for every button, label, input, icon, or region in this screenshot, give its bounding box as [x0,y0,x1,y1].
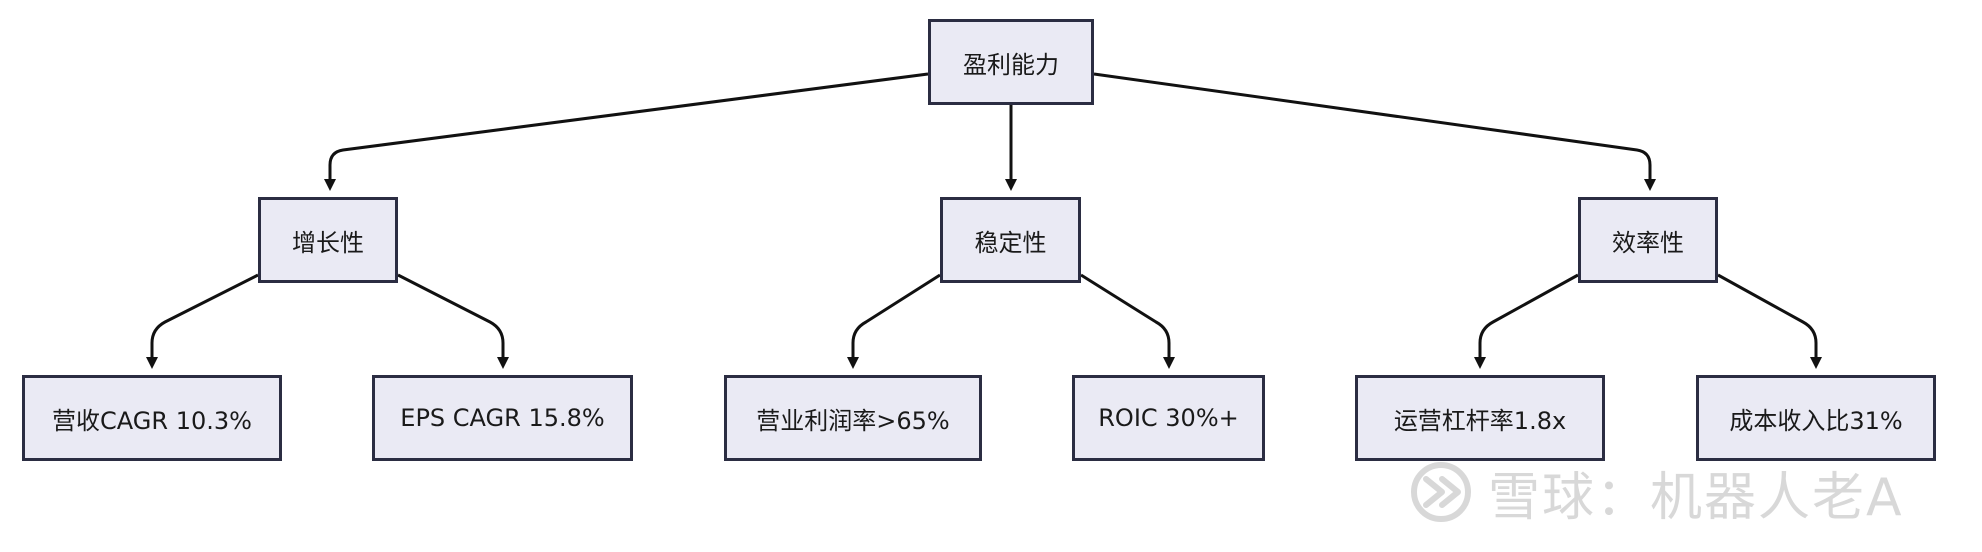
edge-growth-revenue [146,273,259,369]
edge-stability-margin [847,273,941,369]
node-revenue-cagr: 营收CAGR 10.3% [22,375,282,461]
node-cost-income-ratio: 成本收入比31% [1696,375,1936,461]
edge-root-efficiency [1093,72,1656,191]
edge-efficiency-cost [1717,273,1822,369]
node-stability: 稳定性 [940,197,1081,283]
node-roic: ROIC 30%+ [1072,375,1265,461]
watermark-text: 雪球：机器人老A [1488,467,1904,528]
node-profitability: 盈利能力 [928,19,1094,105]
node-operating-leverage: 运营杠杆率1.8x [1355,375,1605,461]
node-operating-margin: 营业利润率>65% [724,375,982,461]
edge-growth-eps [397,273,509,369]
snowball-logo-icon [1411,462,1471,522]
node-eps-cagr: EPS CAGR 15.8% [372,375,633,461]
edge-stability-roic [1080,273,1175,369]
edge-efficiency-leverage [1474,273,1579,369]
node-efficiency: 效率性 [1578,197,1718,283]
edge-root-growth [324,72,929,191]
node-growth: 增长性 [258,197,398,283]
watermark: 雪球：机器人老A [1408,452,1904,532]
